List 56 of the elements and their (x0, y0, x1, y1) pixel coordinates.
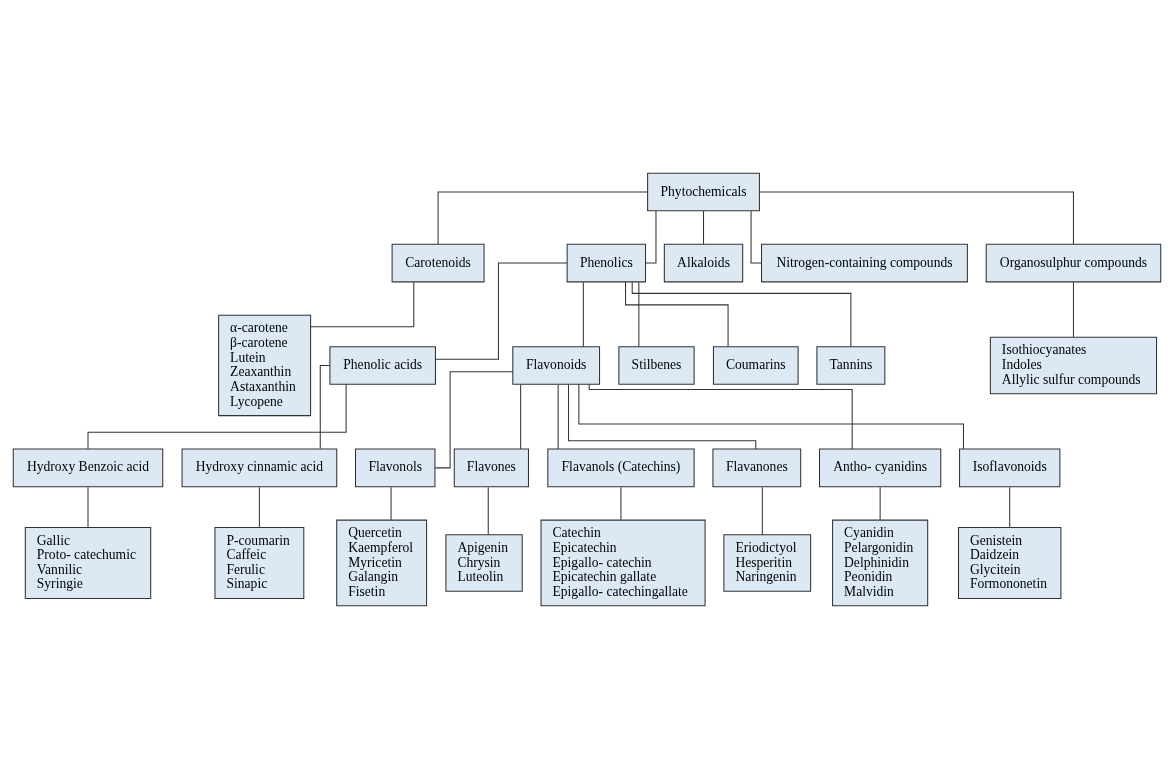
node-box: Phenolic acids (329, 345, 436, 385)
connector (520, 383, 522, 450)
node-box: α-carotene β-carotene Lutein Zeaxanthin Astaxanthin Lycopene (218, 314, 312, 416)
node-box: Phytochemicals (647, 172, 760, 211)
node-box: Hydroxy cinnamic acid (181, 448, 338, 487)
connector (310, 281, 415, 327)
connector (625, 280, 729, 347)
connector (582, 281, 584, 347)
node-box: Flavonols (355, 448, 436, 487)
connector (631, 281, 852, 347)
connector (87, 486, 89, 528)
connector (87, 383, 347, 449)
connector (319, 364, 331, 449)
node-box: Phenolics (566, 243, 647, 282)
connector (487, 486, 489, 535)
connector (620, 486, 622, 520)
connector (390, 486, 392, 520)
node-box: Eriodictyol Hesperitin Naringenin (723, 533, 812, 592)
connector (750, 210, 762, 264)
node-box: Organosulphur compounds (985, 243, 1162, 282)
connector (879, 486, 881, 520)
node-box: Cyanidin Pelargonidin Delphinidin Peonidin Malvidin (832, 519, 929, 606)
connector (1009, 486, 1011, 528)
node-box: Carotenoids (391, 243, 485, 282)
connector (557, 383, 559, 450)
node-box: Flavanols (Catechins) (547, 448, 695, 487)
node-box: Quercetin Kaempferol Myricetin Galangin Fisetin (336, 519, 428, 606)
node-box: Flavonoids (512, 345, 601, 385)
node-box: Isoflavonoids (959, 448, 1061, 487)
connector (588, 383, 853, 449)
node-box: Hydroxy Benzoic acid (12, 448, 164, 487)
connector (703, 210, 705, 244)
connector (578, 383, 964, 450)
node-box: Apigenin Chrysin Luteolin (445, 533, 523, 592)
node-box: Catechin Epicatechin Epigallo- catechin Epicatechin gallate Epigallo- catechingallate (540, 519, 706, 606)
connector (437, 190, 649, 245)
node-box: Stilbenes (618, 345, 695, 385)
connector (761, 486, 763, 535)
node-box: Flavones (453, 448, 529, 487)
connector (645, 210, 657, 264)
node-box: Coumarins (712, 345, 799, 385)
connector (258, 486, 260, 528)
node-box: Flavanones (712, 448, 802, 487)
node-box: Genistein Daidzein Glycitein Formononetin (958, 526, 1062, 599)
node-box: Isothiocyanates Indoles Allylic sulfur compounds (989, 336, 1158, 394)
node-box: P-coumarin Caffeic Ferulic Sinapic (214, 526, 305, 599)
connector (759, 190, 1074, 245)
connector (434, 262, 568, 360)
node-box: Antho- cyanidins (819, 448, 942, 487)
node-box: Nitrogen-containing compounds (761, 243, 968, 282)
connector (567, 383, 757, 450)
node-box: Alkaloids (663, 243, 744, 282)
node-box: Tannins (816, 345, 886, 385)
connector (1072, 281, 1074, 338)
connector (638, 281, 640, 347)
node-box: Gallic Proto- catechumic Vannilic Syringie (24, 526, 152, 599)
